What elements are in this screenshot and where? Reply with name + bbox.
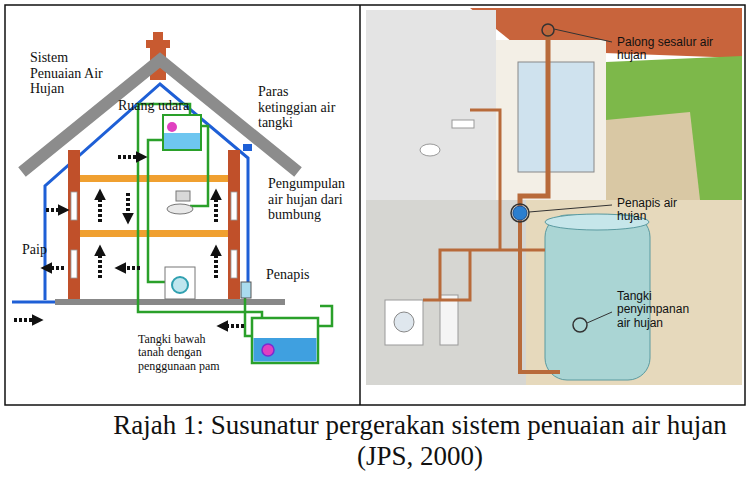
pump (262, 344, 274, 356)
chimney-top (153, 32, 163, 41)
window (231, 250, 237, 278)
basement-washer (385, 300, 423, 345)
part-label: Tangki bawah tanah dengan penggunaan pam (138, 333, 228, 373)
window (71, 192, 77, 220)
part-label: Pengumpulan air hujan dari bumbung (268, 176, 354, 223)
illustration-bg (364, 8, 742, 386)
leader-line (587, 312, 612, 323)
part-label: Ruang udara (118, 98, 189, 114)
callout-label: Palong sesalur air hujan (617, 36, 717, 63)
figure-caption: Rajah 1: Susunatur pergerakan sistem pen… (90, 410, 748, 472)
panel-divider (359, 5, 361, 405)
leader-line (529, 205, 612, 212)
overflow-pipe (318, 306, 332, 326)
terrace (606, 112, 700, 200)
underground-tank (252, 318, 318, 363)
figure-frame (5, 5, 745, 405)
ground-floor (55, 299, 285, 305)
rain-filter (513, 206, 527, 220)
leader-line (554, 29, 612, 42)
flow-arrow (98, 254, 102, 278)
flow-arrow (118, 155, 138, 159)
flow-arrow (46, 208, 60, 212)
washing-machine (165, 267, 195, 299)
roof-gutter (243, 144, 252, 151)
supply-pipe (440, 250, 545, 300)
chimney-cap (146, 40, 170, 48)
flow-arrow (226, 324, 244, 328)
rain-pipe (45, 84, 248, 300)
bath-toilet (420, 144, 440, 156)
filter (241, 282, 251, 298)
float-valve (167, 122, 177, 132)
lawn (606, 56, 742, 200)
house-facade (496, 40, 606, 200)
flow-arrows (14, 157, 244, 326)
flow-arrow (214, 254, 218, 278)
flow-arrow (126, 193, 130, 215)
flow-arrow (214, 198, 218, 222)
window (71, 250, 77, 278)
middle-floor (80, 230, 228, 237)
part-label: Paip (22, 242, 47, 258)
bath-sink (452, 120, 474, 128)
outlet-pipe (12, 301, 60, 304)
callout-label: Tangki penyimpanan air hujan (617, 290, 701, 330)
tank-water (164, 133, 200, 149)
basement (366, 200, 526, 385)
part-label: Paras ketinggian air tangki (258, 84, 338, 131)
window (231, 192, 237, 220)
washer-door (394, 312, 414, 332)
glass-door (518, 62, 594, 172)
inflow-pipe (520, 220, 560, 372)
pump-pipe (138, 104, 262, 318)
supply-pipe (148, 140, 165, 282)
flow-arrow (98, 198, 102, 222)
downpipe (520, 30, 548, 215)
basement-unit (440, 295, 458, 345)
upper-floor (80, 175, 228, 182)
callout-ring (511, 204, 529, 222)
system-title: Sistem Penuaian Air Hujan (30, 50, 110, 97)
roof-tank (163, 115, 201, 150)
callout-label: Penapis air hujan (617, 197, 679, 224)
callout-ring (573, 318, 587, 332)
washer-door (172, 277, 188, 293)
flow-arrow (124, 266, 140, 270)
soil (366, 200, 742, 385)
right-wall (228, 150, 240, 300)
bathroom-wall (366, 10, 496, 200)
part-label: Penapis (266, 267, 310, 283)
callout-ring (542, 24, 554, 36)
toilet-bowl (167, 204, 193, 214)
left-wall (68, 150, 80, 300)
flow-arrow (50, 266, 64, 270)
tank-water (254, 338, 317, 362)
toilet-cistern (176, 191, 190, 201)
supply-pipe (423, 250, 470, 300)
flow-arrow (14, 318, 34, 322)
supply-pipe (470, 110, 500, 250)
